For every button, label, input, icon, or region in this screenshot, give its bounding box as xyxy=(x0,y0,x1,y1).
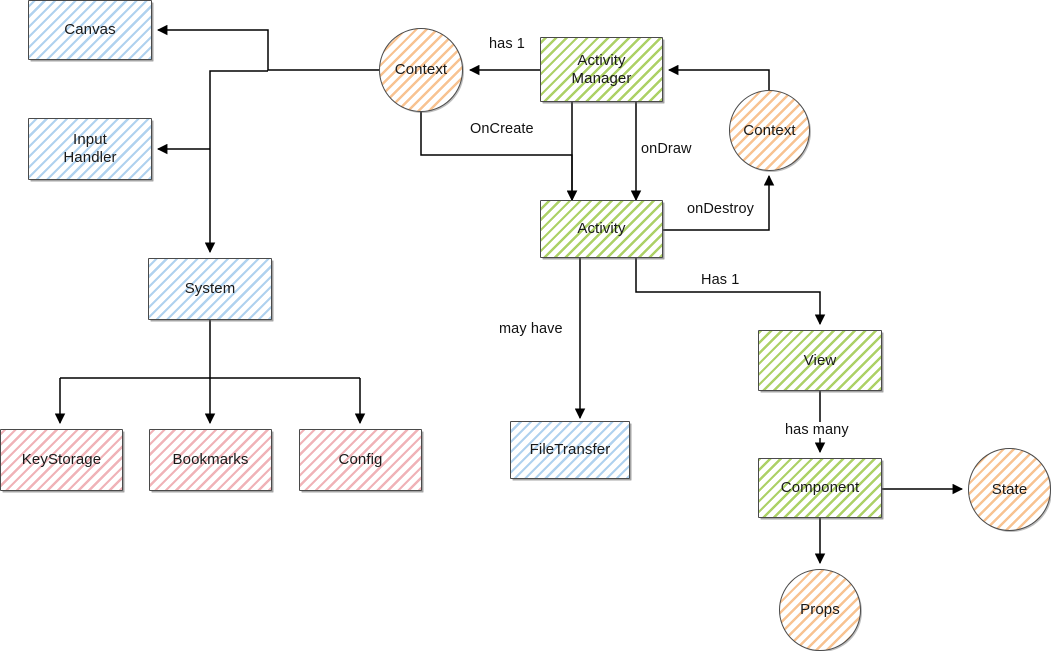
node-context-left-label: Context xyxy=(394,61,448,79)
edge-label-has-1-view: Has 1 xyxy=(698,272,743,288)
node-component-label: Component xyxy=(780,479,860,497)
node-component[interactable]: Component xyxy=(758,458,882,518)
edge-label-has-many: has many xyxy=(782,422,852,438)
node-activity-manager-label: Activity Manager xyxy=(571,51,632,87)
node-filetransfer-label: FileTransfer xyxy=(529,441,611,459)
node-props[interactable]: Props xyxy=(779,569,861,651)
node-system[interactable]: System xyxy=(148,258,272,320)
node-state[interactable]: State xyxy=(968,448,1051,531)
edge-label-has-1: has 1 xyxy=(486,36,528,52)
node-context-left[interactable]: Context xyxy=(379,28,463,112)
edge-contextleft-trunk xyxy=(156,24,379,71)
node-keystorage-label: KeyStorage xyxy=(21,451,102,469)
node-canvas-label: Canvas xyxy=(64,21,116,39)
edge-activity-to-view xyxy=(635,258,826,326)
edge-contextright-to-activitymanager xyxy=(667,64,770,90)
node-bookmarks[interactable]: Bookmarks xyxy=(149,429,272,491)
node-config-label: Config xyxy=(338,451,383,469)
node-filetransfer[interactable]: FileTransfer xyxy=(510,421,630,479)
node-system-label: System xyxy=(184,280,236,298)
node-activity[interactable]: Activity xyxy=(540,200,663,258)
node-canvas[interactable]: Canvas xyxy=(28,0,152,60)
node-activity-manager[interactable]: Activity Manager xyxy=(540,37,663,102)
node-props-label: Props xyxy=(800,601,840,619)
edge-label-oncreate: OnCreate xyxy=(467,121,537,137)
node-input-handler[interactable]: Input Handler xyxy=(28,118,152,180)
node-config[interactable]: Config xyxy=(299,429,422,491)
node-state-label: State xyxy=(991,480,1028,498)
node-activity-label: Activity xyxy=(577,220,626,238)
edge-label-ondestroy: onDestroy xyxy=(684,201,757,217)
edge-label-ondraw: onDraw xyxy=(638,141,695,157)
node-bookmarks-label: Bookmarks xyxy=(172,451,249,469)
edge-system-bus xyxy=(60,320,360,379)
edge-label-may-have: may have xyxy=(496,321,566,337)
edge-contextleft-to-system xyxy=(204,70,268,254)
node-view[interactable]: View xyxy=(758,330,882,391)
node-context-right-label: Context xyxy=(743,121,796,139)
node-keystorage[interactable]: KeyStorage xyxy=(0,429,123,491)
node-context-right[interactable]: Context xyxy=(729,90,810,171)
node-input-handler-label: Input Handler xyxy=(63,131,117,166)
node-view-label: View xyxy=(803,351,837,369)
edge-activity-to-contextright-ondestroy xyxy=(663,174,775,231)
